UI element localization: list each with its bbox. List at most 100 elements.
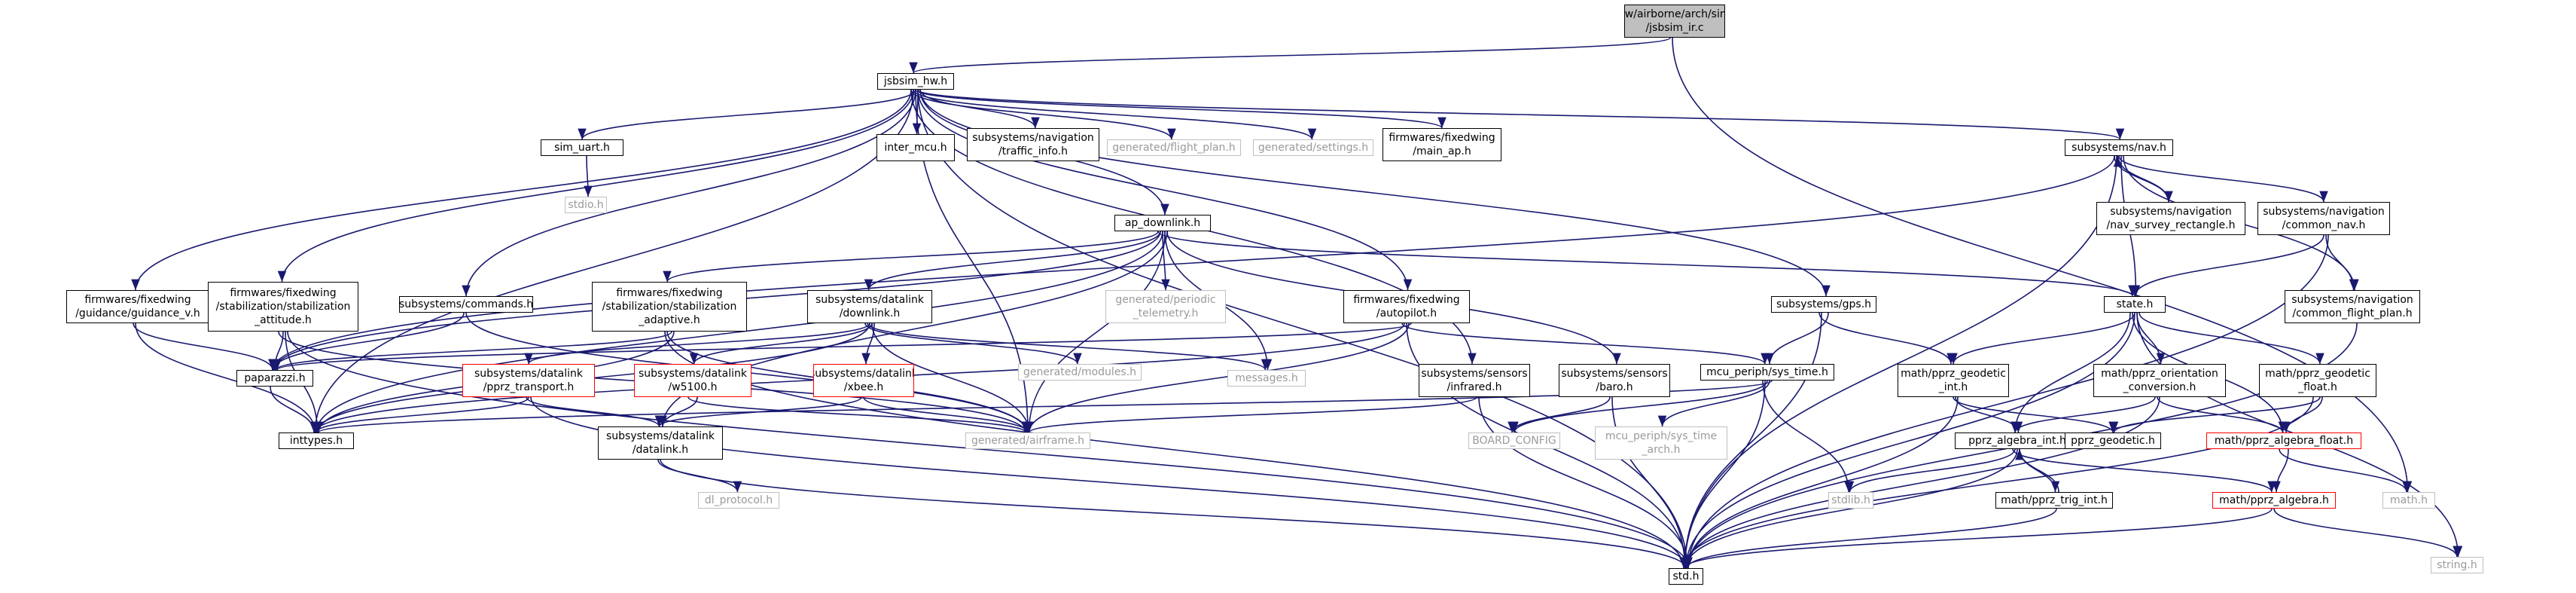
node-sys-time-arch[interactable]: mcu_periph/sys_time _arch.h xyxy=(1595,426,1727,460)
edge-guidance-v-to-inttypes xyxy=(135,322,320,433)
node-nav-survey-rectangle[interactable]: subsystems/navigation /nav_survey_rectan… xyxy=(2096,202,2245,235)
node-datalink-downlink[interactable]: subsystems/datalink /downlink.h xyxy=(807,290,932,323)
edge-datalink-to-std xyxy=(660,459,1690,569)
node-common-flight-plan[interactable]: subsystems/navigation /common_flight_pla… xyxy=(2285,290,2420,323)
edge-ap-downlink-to-stab-adaptive xyxy=(663,231,1159,283)
node-math[interactable]: math.h xyxy=(2382,492,2435,509)
edge-pprz-geodetic-float-to-std xyxy=(1679,396,2314,569)
edge-gps-to-sys-time xyxy=(1765,312,1829,365)
node-stab-attitude[interactable]: firmwares/fixedwing /stabilization/stabi… xyxy=(208,282,358,332)
edge-nav-survey-rectangle-to-nav xyxy=(2113,155,2169,203)
node-w5100[interactable]: subsystems/datalink /w5100.h xyxy=(634,364,751,397)
node-pprz-geodetic-int[interactable]: math/pprz_geodetic _int.h xyxy=(1898,364,2009,397)
edge-pprz-algebra-int-to-pprz-algebra xyxy=(2012,448,2276,493)
node-inttypes[interactable]: inttypes.h xyxy=(279,433,354,449)
edge-commands-to-paparazzi xyxy=(269,312,465,371)
node-airframe[interactable]: generated/airframe.h xyxy=(965,433,1090,449)
node-ap-downlink[interactable]: ap_downlink.h xyxy=(1114,215,1211,231)
edge-pprz-trig-int-to-pprz-algebra-int xyxy=(2015,448,2059,493)
node-common-nav[interactable]: subsystems/navigation /common_nav.h xyxy=(2257,202,2390,235)
edge-autopilot-to-paparazzi xyxy=(273,322,1412,371)
node-baro[interactable]: subsystems/sensors /baro.h xyxy=(1559,364,1670,397)
node-traffic-info[interactable]: subsystems/navigation /traffic_info.h xyxy=(967,128,1099,161)
edge-pprz-orientation-conversion-to-std xyxy=(1681,396,2160,569)
edge-pprz-algebra-float-to-pprz-algebra xyxy=(2272,448,2289,493)
node-stab-adaptive[interactable]: firmwares/fixedwing /stabilization/stabi… xyxy=(592,282,747,332)
node-pprz-algebra-int[interactable]: pprz_algebra_int.h xyxy=(1955,433,2080,449)
edge-sys-time-to-board-config xyxy=(1510,380,1768,433)
node-infrared[interactable]: subsystems/sensors /infrared.h xyxy=(1419,364,1530,397)
edge-ap-downlink-to-state xyxy=(1157,231,2137,297)
edge-sys-time-to-stdlib xyxy=(1762,380,1853,493)
node-pprz-orientation-conversion[interactable]: math/pprz_orientation _conversion.h xyxy=(2093,364,2226,397)
node-pprz-algebra[interactable]: math/pprz_algebra.h xyxy=(2212,492,2336,509)
edge-common-nav-to-state xyxy=(2130,234,2324,297)
edge-pprz-algebra-int-to-stdlib xyxy=(1845,448,2016,493)
node-stdio[interactable]: stdio.h xyxy=(565,197,607,213)
edge-state-to-pprz-geodetic-float xyxy=(2139,312,2324,365)
node-nav[interactable]: subsystems/nav.h xyxy=(2065,139,2173,156)
edge-pprz-algebra-int-to-pprz-trig-int xyxy=(2019,448,2060,493)
edge-pprz-algebra-to-std xyxy=(1681,508,2273,569)
node-pprz-geodetic-float[interactable]: math/pprz_geodetic _float.h xyxy=(2259,364,2376,397)
node-sys-time[interactable]: mcu_periph/sys_time.h xyxy=(1700,364,1834,381)
edge-gps-to-std xyxy=(1680,312,1822,569)
node-std[interactable]: std.h xyxy=(1669,568,1703,585)
edge-jsbsim-hw-to-stab-attitude xyxy=(277,89,914,283)
edge-baro-to-std xyxy=(1611,396,1690,569)
node-xbee[interactable]: subsystems/datalink /xbee.h xyxy=(813,364,914,397)
node-jsbsim-hw[interactable]: jsbsim_hw.h xyxy=(877,73,954,90)
node-paparazzi[interactable]: paparazzi.h xyxy=(236,370,313,387)
node-dl-protocol[interactable]: dl_protocol.h xyxy=(698,492,779,509)
node-guidance-v[interactable]: firmwares/fixedwing /guidance/guidance_v… xyxy=(66,290,209,323)
node-pprz-trig-int[interactable]: math/pprz_trig_int.h xyxy=(1995,492,2113,509)
edge-stab-attitude-to-std xyxy=(287,331,1693,569)
node-settings[interactable]: generated/settings.h xyxy=(1253,139,1373,156)
node-commands[interactable]: subsystems/commands.h xyxy=(399,296,533,313)
node-generated-modules[interactable]: generated/modules.h xyxy=(1018,364,1142,381)
node-autopilot[interactable]: firmwares/fixedwing /autopilot.h xyxy=(1343,290,1470,323)
node-pprz-algebra-float[interactable]: math/pprz_algebra_float.h xyxy=(2206,433,2361,449)
edge-pprz-transport-to-std xyxy=(530,396,1692,569)
edge-infrared-to-std xyxy=(1478,396,1693,569)
edge-nav-to-nav-survey-rectangle xyxy=(2114,155,2173,203)
edge-jsbsim-hw-to-settings xyxy=(913,89,1317,140)
edge-gps-to-pprz-geodetic-int xyxy=(1818,312,1956,365)
edge-nav-to-paparazzi xyxy=(268,155,2115,371)
node-gps[interactable]: subsystems/gps.h xyxy=(1771,296,1876,313)
node-periodic-telemetry[interactable]: generated/periodic _telemetry.h xyxy=(1105,290,1226,323)
edge-guidance-v-to-paparazzi xyxy=(133,322,277,371)
node-stdlib[interactable]: stdlib.h xyxy=(1828,492,1873,509)
node-root: sw/airborne/arch/sim /jsbsim_ir.c xyxy=(1624,5,1725,38)
edge-sys-time-to-sys-time-arch xyxy=(1657,380,1770,427)
edge-jsbsim-hw-to-guidance-v xyxy=(131,89,912,291)
node-state[interactable]: state.h xyxy=(2104,296,2166,313)
node-pprz-transport[interactable]: subsystems/datalink /pprz_transport.h xyxy=(462,364,595,397)
node-messages[interactable]: messages.h xyxy=(1227,370,1306,387)
edge-ap-downlink-to-periodic-telemetry xyxy=(1161,231,1170,291)
node-inter-mcu[interactable]: inter_mcu.h xyxy=(876,134,955,161)
node-main-ap[interactable]: firmwares/fixedwing /main_ap.h xyxy=(1383,128,1501,161)
edge-state-to-pprz-geodetic-int xyxy=(1949,312,2135,365)
edge-nav-to-std xyxy=(1680,155,2117,569)
node-pprz-geodetic[interactable]: pprz_geodetic.h xyxy=(2065,433,2161,449)
node-sim-uart[interactable]: sim_uart.h xyxy=(541,139,623,156)
edge-pprz-geodetic-int-to-pprz-geodetic xyxy=(1953,396,2117,433)
node-string[interactable]: string.h xyxy=(2431,557,2483,573)
edge-root-to-math xyxy=(1672,37,2413,493)
edge-sim-uart-to-stdio xyxy=(584,155,593,197)
edge-common-nav-to-common-flight-plan xyxy=(2325,234,2358,291)
node-board-config[interactable]: BOARD_CONFIG xyxy=(1468,433,1560,449)
edge-jsbsim-hw-to-nav xyxy=(917,89,2124,140)
edge-ap-downlink-to-datalink-downlink xyxy=(864,231,1161,291)
edge-w5100-to-airframe xyxy=(687,396,1030,433)
edge-jsbsim-hw-to-commands xyxy=(462,89,916,297)
node-datalink[interactable]: subsystems/datalink /datalink.h xyxy=(598,426,723,460)
edge-datalink-downlink-to-pprz-transport xyxy=(524,322,870,365)
node-flight-plan[interactable]: generated/flight_plan.h xyxy=(1107,139,1241,156)
edge-jsbsim-hw-to-autopilot xyxy=(917,89,1413,291)
edge-pprz-orientation-conversion-to-pprz-algebra-int xyxy=(2010,396,2156,433)
edge-datalink-downlink-to-messages xyxy=(867,322,1270,371)
edge-state-to-pprz-orientation-conversion xyxy=(2136,312,2166,365)
